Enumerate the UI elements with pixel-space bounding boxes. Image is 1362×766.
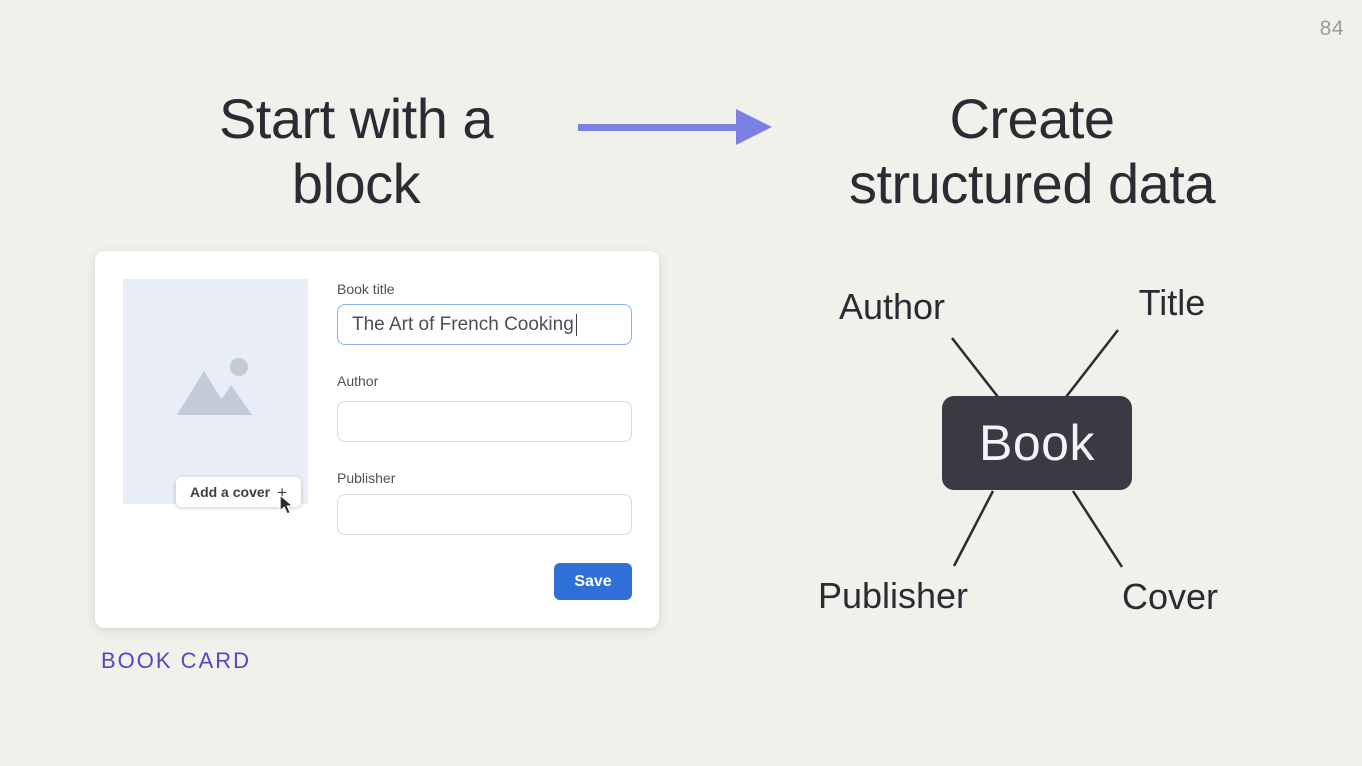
book-title-label: Book title bbox=[337, 281, 395, 297]
image-placeholder-icon bbox=[177, 358, 252, 415]
cover-placeholder[interactable]: Add a cover + bbox=[123, 279, 308, 515]
save-button[interactable]: Save bbox=[554, 563, 632, 600]
diagram-connector-lines bbox=[951, 329, 1124, 568]
book-card: Add a cover + Book title The Art of Fren… bbox=[95, 251, 659, 628]
book-card-caption: BOOK CARD bbox=[101, 648, 252, 673]
book-title-value: The Art of French Cooking bbox=[352, 313, 574, 335]
heading-right: Create structured data bbox=[762, 86, 1302, 216]
book-title-input[interactable]: The Art of French Cooking bbox=[337, 304, 632, 345]
arrow-right-icon bbox=[578, 109, 772, 145]
heading-left: Start with a block bbox=[116, 86, 596, 216]
diagram-node-title: Title bbox=[1138, 282, 1206, 323]
heading-left-line2: block bbox=[291, 152, 421, 215]
page-number: 84 bbox=[1319, 17, 1344, 40]
text-caret bbox=[575, 313, 578, 336]
diagram-book-box: Book bbox=[942, 396, 1132, 490]
heading-right-line2: structured data bbox=[848, 152, 1216, 215]
publisher-label: Publisher bbox=[337, 470, 396, 486]
diagram-node-publisher: Publisher bbox=[817, 575, 969, 616]
author-input[interactable] bbox=[337, 401, 632, 442]
diagram-node-cover: Cover bbox=[1121, 576, 1219, 617]
author-label: Author bbox=[337, 373, 379, 389]
add-cover-label: Add a cover bbox=[189, 484, 271, 500]
heading-right-line1: Create bbox=[949, 87, 1115, 150]
heading-left-line1: Start with a bbox=[218, 87, 494, 150]
diagram-node-author: Author bbox=[838, 286, 946, 327]
publisher-input[interactable] bbox=[337, 494, 632, 535]
mouse-cursor-icon bbox=[279, 494, 295, 515]
plus-icon: + bbox=[277, 482, 288, 502]
